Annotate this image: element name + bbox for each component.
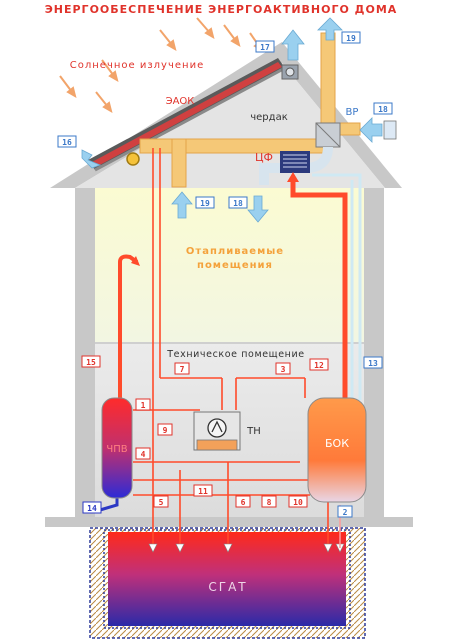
vr-label: ВР bbox=[346, 107, 359, 118]
airflow-arrows bbox=[81, 17, 383, 223]
central-filter-unit bbox=[280, 151, 310, 173]
left-tank-label: ЧПВ bbox=[106, 444, 127, 455]
collector-label: ЭАОК bbox=[166, 96, 195, 107]
cold-pipes bbox=[312, 173, 362, 400]
number-markers: 17 19 18 16 19 18 15 7 3 12 13 1 bbox=[57, 31, 393, 518]
marker-5: 5 bbox=[159, 498, 164, 507]
diagram-title: ЭНЕРГООБЕСПЕЧЕНИЕ ЭНЕРГОАКТИВНОГО ДОМА bbox=[45, 3, 398, 16]
marker-7: 7 bbox=[180, 365, 185, 374]
left-tank bbox=[101, 397, 133, 499]
marker-19-top: 19 bbox=[346, 34, 356, 43]
marker-13: 13 bbox=[368, 359, 378, 368]
marker-16: 16 bbox=[62, 138, 72, 147]
air-ducts bbox=[139, 32, 361, 188]
solar-radiation-label: Солнечное излучение bbox=[70, 60, 204, 71]
marker-1: 1 bbox=[141, 401, 146, 410]
marker-15: 15 bbox=[86, 358, 96, 367]
marker-3: 3 bbox=[281, 365, 286, 374]
marker-18-lower: 18 bbox=[233, 199, 243, 208]
tech-room-label: Техническое помещение bbox=[166, 349, 304, 360]
marker-14: 14 bbox=[87, 504, 97, 513]
marker-9: 9 bbox=[163, 426, 168, 435]
marker-19-lower: 19 bbox=[200, 199, 210, 208]
heated-rooms-label-2: помещения bbox=[197, 260, 273, 271]
attic-label: чердак bbox=[250, 112, 288, 123]
left-tank-bottom-pipe bbox=[99, 496, 119, 512]
storage-arrows bbox=[148, 543, 345, 553]
heat-pump-label: ТН bbox=[246, 426, 261, 437]
marker-6: 6 bbox=[241, 498, 246, 507]
storage-label: СГАТ bbox=[208, 580, 247, 594]
heat-pump-unit bbox=[193, 411, 241, 451]
marker-8: 8 bbox=[267, 498, 272, 507]
buffer-tank bbox=[307, 397, 367, 503]
marker-12: 12 bbox=[314, 361, 324, 370]
heated-rooms-label-1: Отапливаемые bbox=[186, 246, 284, 257]
marker-2: 2 bbox=[343, 508, 348, 517]
marker-10: 10 bbox=[293, 498, 303, 507]
collector-pump bbox=[126, 152, 140, 166]
heated-rooms-zone bbox=[95, 188, 364, 343]
marker-4: 4 bbox=[141, 450, 146, 459]
buffer-tank-label: БОК bbox=[325, 437, 349, 450]
marker-17: 17 bbox=[260, 43, 270, 52]
marker-11: 11 bbox=[198, 487, 208, 496]
hot-pipes bbox=[133, 148, 329, 548]
heating-riser bbox=[290, 180, 348, 400]
marker-18-right: 18 bbox=[378, 105, 388, 114]
left-heating-loop bbox=[118, 254, 139, 398]
filter-label: ЦФ bbox=[255, 151, 273, 164]
